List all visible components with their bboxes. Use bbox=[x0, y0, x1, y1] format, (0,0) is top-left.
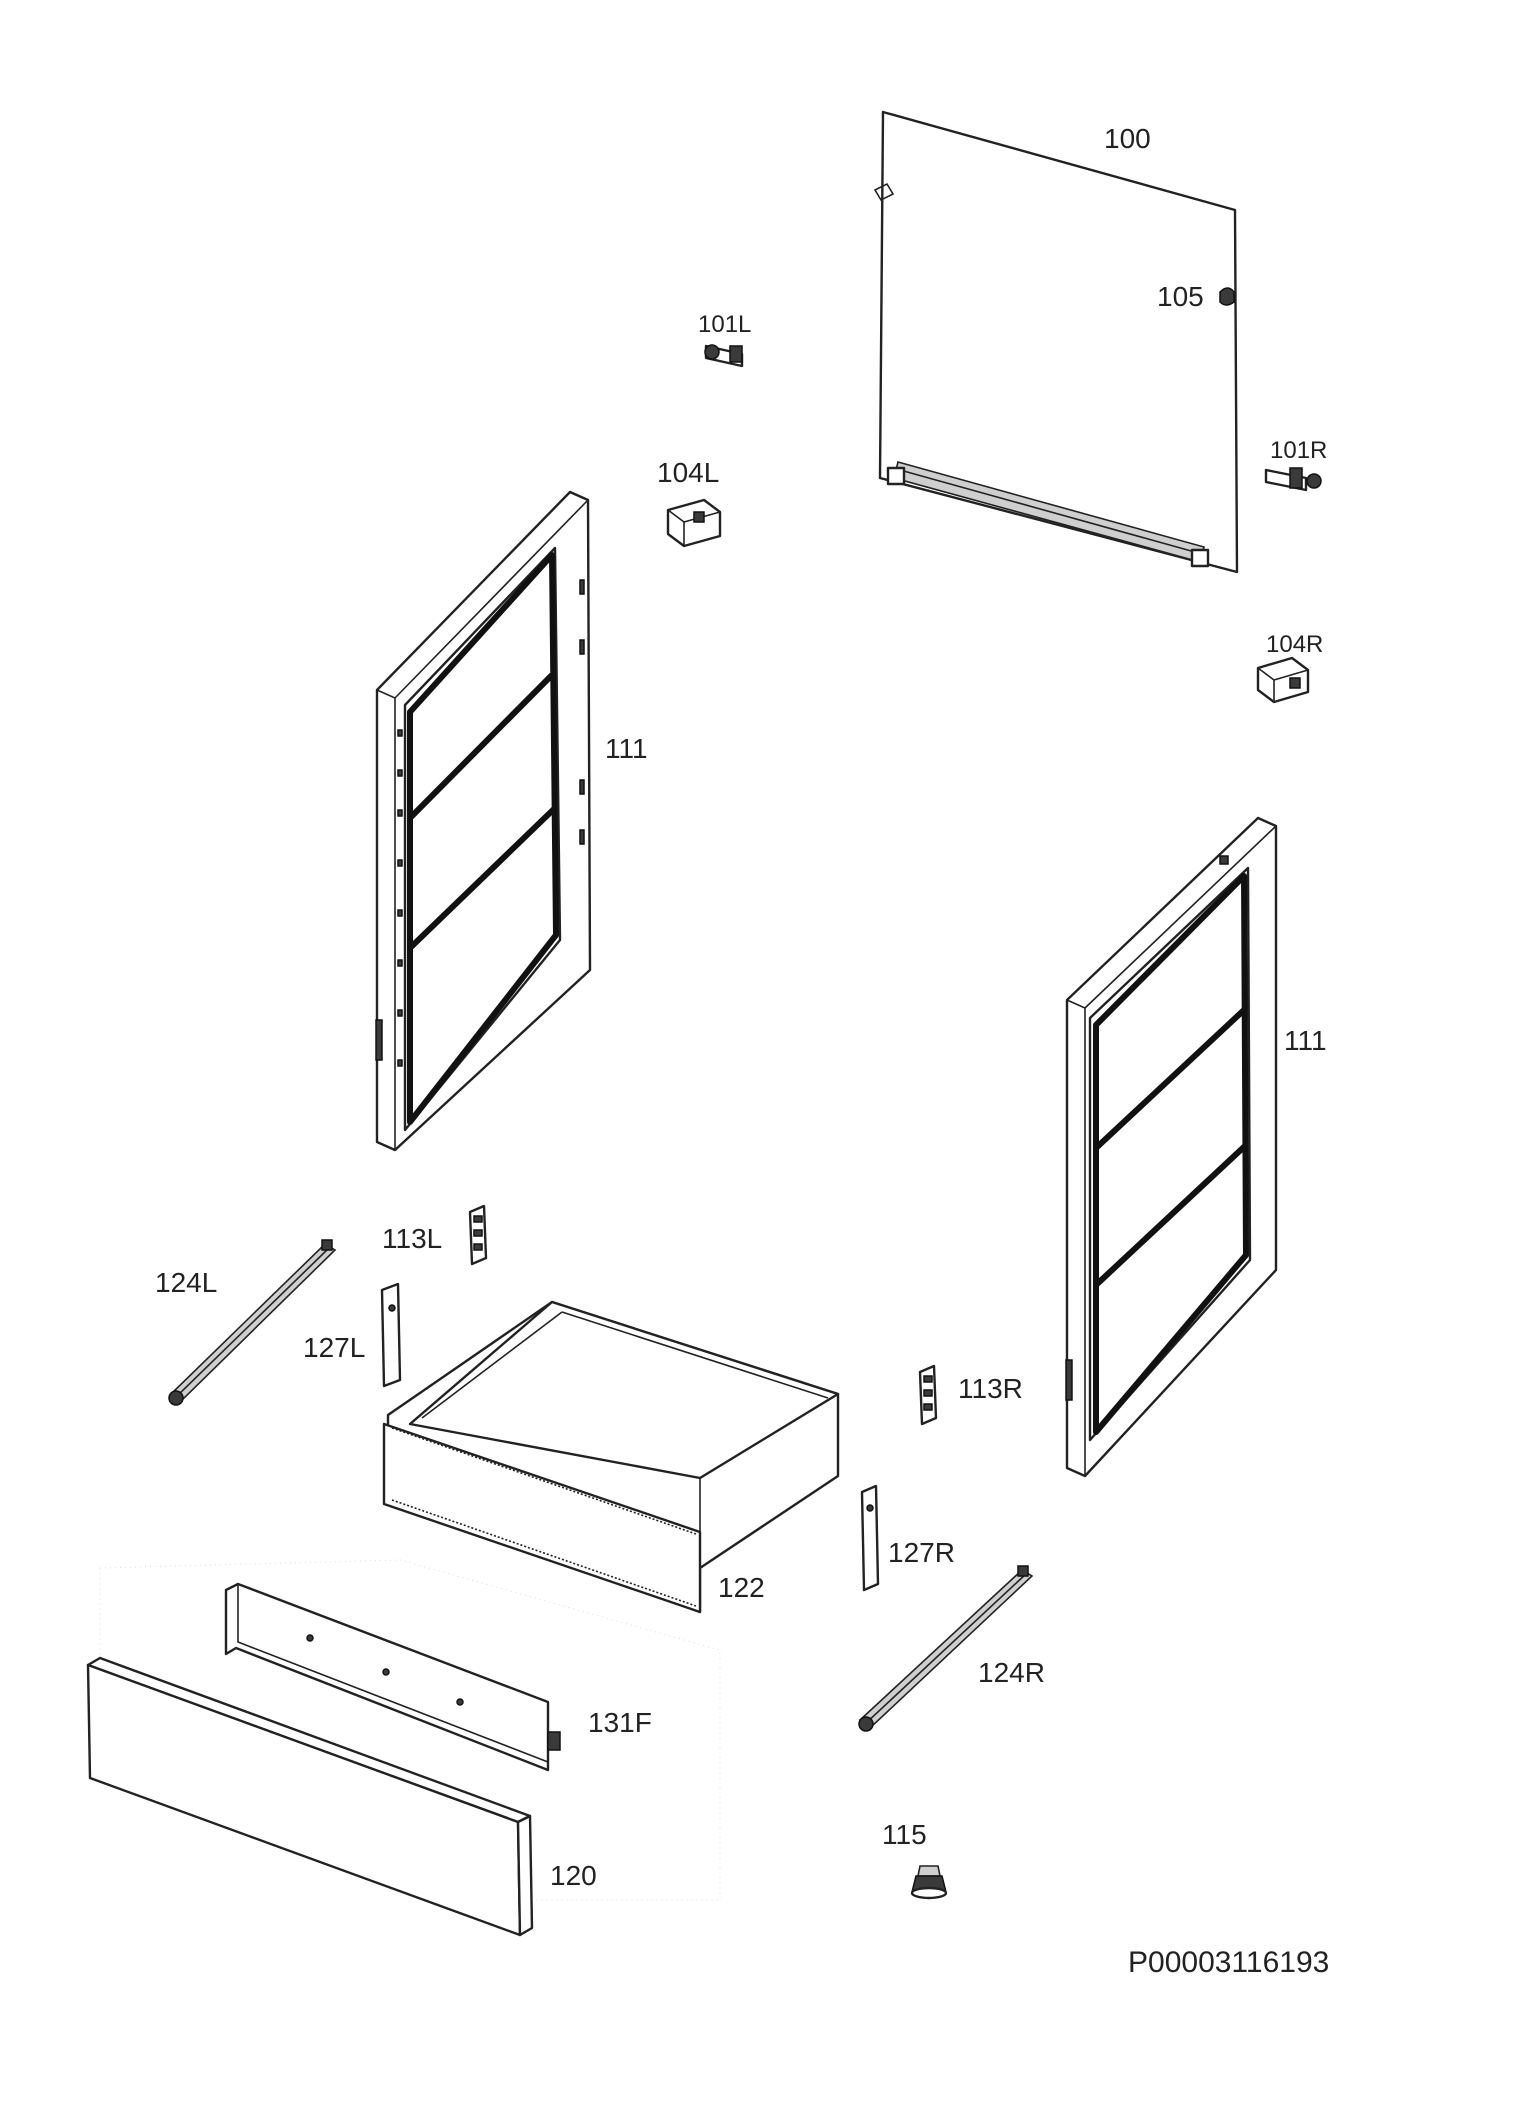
callout-131F: 131F bbox=[588, 1707, 652, 1738]
callout-113R: 113R bbox=[958, 1373, 1023, 1404]
callout-115: 115 bbox=[882, 1819, 927, 1850]
callout-101L: 101L bbox=[698, 311, 751, 338]
callout-101R: 101R bbox=[1270, 437, 1327, 464]
part-122-drawer[interactable] bbox=[382, 1300, 840, 1614]
part-111-left-side-frame[interactable] bbox=[375, 490, 592, 1152]
callout-124L: 124L bbox=[155, 1267, 217, 1298]
callout-122: 122 bbox=[718, 1572, 765, 1603]
callout-104R: 104R bbox=[1266, 631, 1323, 658]
part-127L-plate[interactable] bbox=[380, 1282, 402, 1388]
callout-105: 105 bbox=[1157, 281, 1204, 312]
part-100-back-panel[interactable] bbox=[873, 110, 1239, 574]
callout-113L: 113L bbox=[382, 1223, 442, 1254]
part-104R-block[interactable] bbox=[1256, 656, 1310, 704]
part-105-clip[interactable] bbox=[1219, 287, 1235, 306]
part-104L-block[interactable] bbox=[666, 498, 722, 548]
callout-111-left: 111 bbox=[605, 733, 648, 764]
callout-111-right: 111 bbox=[1284, 1025, 1327, 1056]
part-131F-bracket[interactable] bbox=[99, 1559, 721, 1901]
callout-104L: 104L bbox=[657, 457, 719, 488]
callout-100: 100 bbox=[1104, 123, 1151, 154]
part-124R-rail[interactable] bbox=[858, 1565, 1034, 1732]
part-101R-screw[interactable] bbox=[1264, 467, 1322, 492]
part-115-foot[interactable] bbox=[910, 1865, 948, 1900]
part-127R-plate[interactable] bbox=[860, 1484, 880, 1592]
drawing-number: P00003116193 bbox=[1128, 1946, 1329, 1979]
part-120-front-panel[interactable] bbox=[86, 1656, 534, 1937]
part-111-right-side-frame[interactable] bbox=[1065, 816, 1278, 1478]
part-113R-bracket[interactable] bbox=[918, 1364, 938, 1426]
part-101L-screw[interactable] bbox=[704, 344, 744, 368]
callout-124R: 124R bbox=[978, 1657, 1045, 1688]
callout-120: 120 bbox=[550, 1860, 597, 1891]
part-113L-bracket[interactable] bbox=[468, 1204, 488, 1266]
part-124L-rail[interactable] bbox=[168, 1239, 337, 1406]
callout-127R: 127R bbox=[888, 1537, 955, 1568]
callout-127L: 127L bbox=[303, 1332, 365, 1363]
